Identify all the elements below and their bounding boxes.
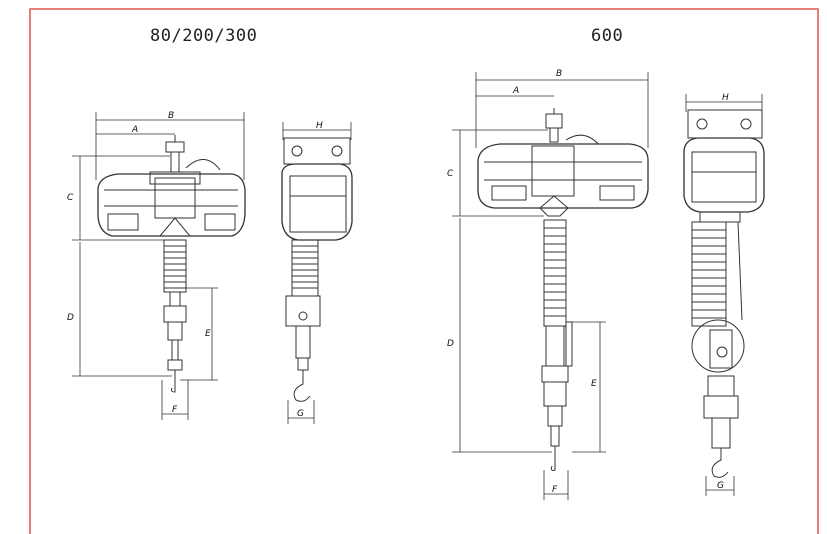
hoist-small-front-view xyxy=(97,135,246,393)
dim-label-b-small: B xyxy=(168,111,174,121)
dim-label-b-large: B xyxy=(556,69,562,79)
dim-label-e-small: E xyxy=(205,329,211,339)
dimensions-large-side xyxy=(685,94,763,496)
dim-label-c-small: C xyxy=(67,193,74,203)
dim-label-e-large: E xyxy=(591,379,597,389)
dim-label-f-large: F xyxy=(552,485,558,495)
hoist-large-side-view xyxy=(683,109,765,478)
dim-label-f-small: F xyxy=(172,405,178,415)
dim-label-h-small: H xyxy=(316,121,323,131)
hoist-small-side-view xyxy=(281,137,353,402)
dim-label-h-large: H xyxy=(722,93,729,103)
dim-label-g-large: G xyxy=(717,481,724,491)
dim-label-a-large: A xyxy=(512,86,519,96)
model-title-80-200-300: 80/200/300 xyxy=(150,26,258,46)
hoist-large-front-view xyxy=(477,108,649,471)
dim-label-g-small: G xyxy=(297,409,304,419)
dim-label-d-small: D xyxy=(67,313,74,323)
dim-label-d-large: D xyxy=(447,339,454,349)
dimensions-large-front xyxy=(452,72,649,500)
dim-label-c-large: C xyxy=(447,169,454,179)
model-title-600: 600 xyxy=(591,26,624,46)
dimensions-small-side xyxy=(282,122,352,424)
frame-border xyxy=(29,8,819,534)
dim-label-a-small: A xyxy=(131,125,138,135)
dimensions-small-front xyxy=(72,112,245,420)
